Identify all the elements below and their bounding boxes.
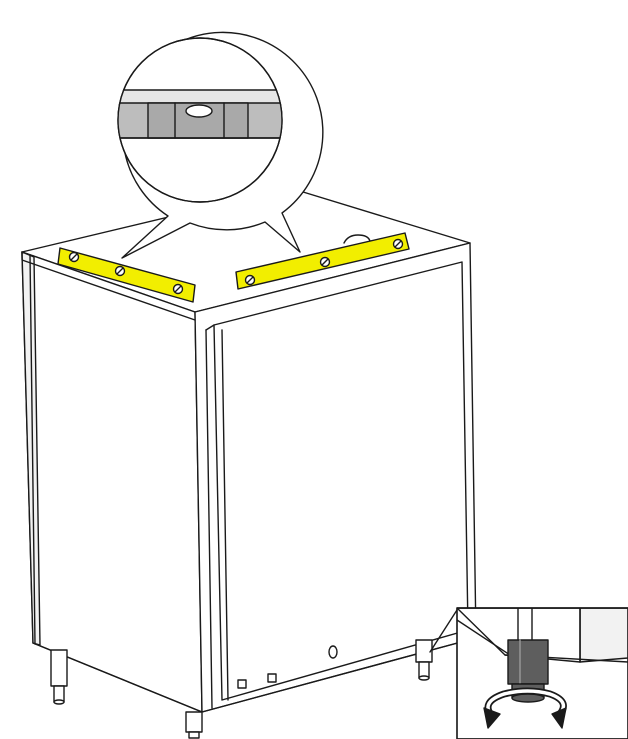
magnifier-callout: [117, 31, 324, 259]
foot-left: [50, 649, 68, 705]
cabinet-door: [213, 261, 469, 701]
feet: [50, 639, 433, 739]
top-fitting: [343, 234, 371, 244]
cabinet: [21, 187, 477, 713]
drain-knob: [328, 645, 338, 659]
bubble-vial-closeup: [118, 89, 282, 139]
spirit-level-left: [57, 247, 196, 303]
foot-center: [185, 711, 203, 739]
adjustable-foot: [507, 639, 549, 685]
foot-right: [415, 639, 433, 681]
spirit-level-right: [235, 232, 410, 290]
foot-adjust-inset: [429, 607, 628, 739]
arrow-head-right: [551, 707, 567, 729]
level-bubble: [185, 104, 213, 118]
arrow-head-left: [483, 707, 501, 729]
foot-small: [237, 673, 277, 689]
cabinet-left-side: [21, 251, 203, 713]
